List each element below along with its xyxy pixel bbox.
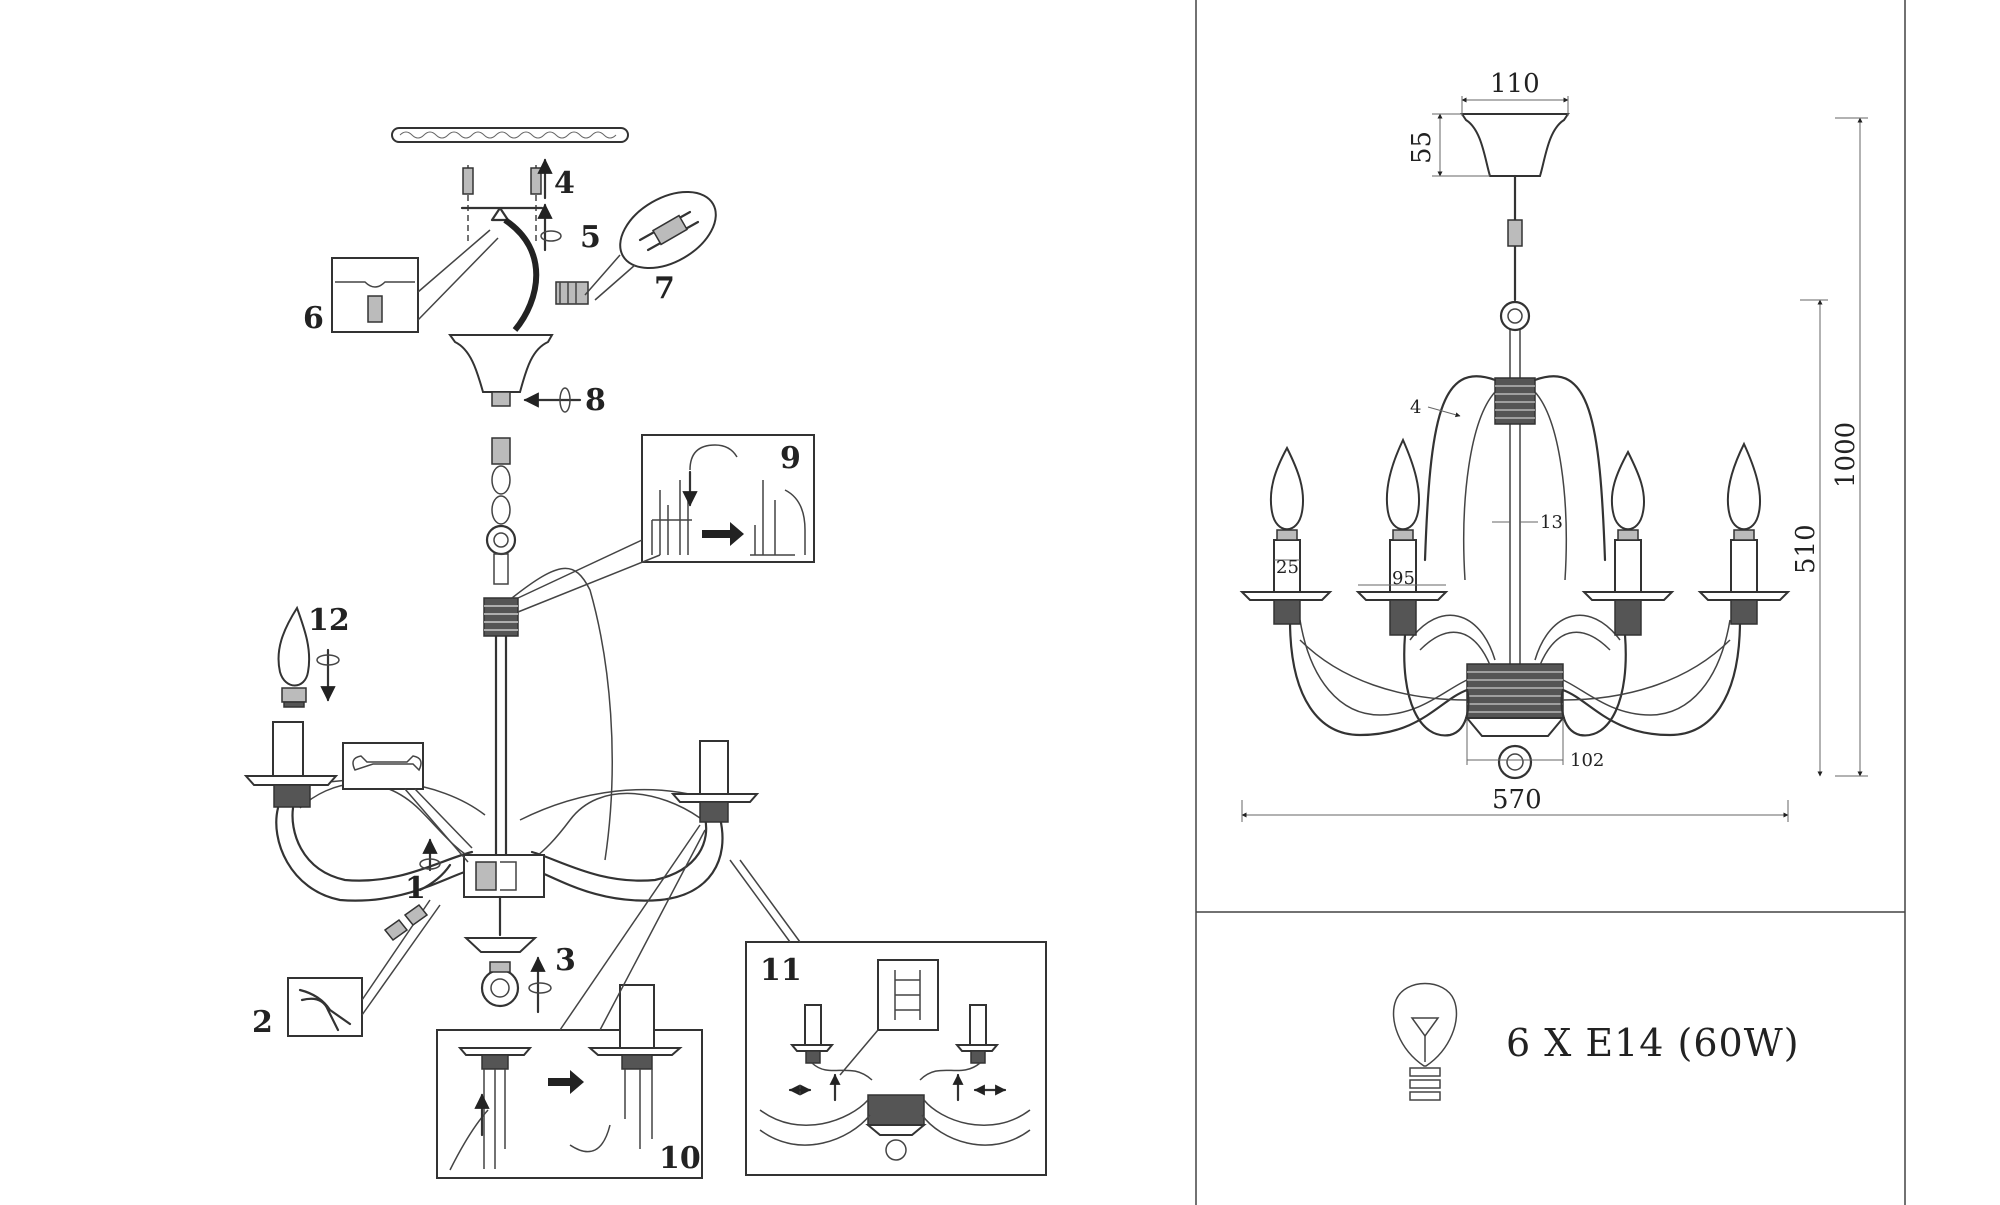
bulb-spec: 6 X E14 (60W) (1392, 982, 1800, 1101)
step-2: 2 (252, 1005, 273, 1040)
pliers-icon (298, 988, 352, 1032)
step-1: 1 (405, 871, 426, 906)
supply-wire (503, 217, 540, 332)
candle-1 (1239, 445, 1333, 625)
dim-body-height: 510 (1791, 524, 1821, 574)
dim-wire: 4 (1410, 397, 1421, 418)
canopy (448, 334, 554, 407)
wrench-box (342, 742, 473, 863)
chain-links (485, 437, 517, 585)
candle-left (243, 721, 339, 808)
panel-frame (1195, 0, 1906, 1205)
dimension-drawing: 110 55 4 13 25 95 102 570 1000 510 (1239, 69, 1868, 822)
wrench-icon (352, 755, 422, 772)
step-5: 5 (580, 220, 601, 255)
detail-box-wiring (517, 434, 815, 613)
candle-4 (1697, 441, 1791, 625)
step-11: 11 (760, 953, 802, 988)
dim-body: 102 (1570, 750, 1604, 771)
central-rod (483, 597, 519, 872)
mounting-bracket (460, 158, 562, 252)
step-3: 3 (555, 943, 576, 978)
terminal-block (555, 191, 717, 305)
detail-box-arms (729, 859, 1047, 1176)
step-labels: 1 2 3 4 5 6 7 8 9 10 11 12 (252, 166, 802, 1176)
step-12: 12 (308, 603, 350, 638)
assembly-diagram (243, 127, 1047, 1179)
step-7: 7 (654, 271, 675, 306)
step-10: 10 (659, 1141, 701, 1176)
dim-total-height: 1000 (1831, 422, 1861, 488)
step-6: 6 (303, 301, 324, 336)
dim-rod: 13 (1540, 512, 1563, 533)
step-8: 8 (585, 383, 606, 418)
candle-right (670, 740, 760, 823)
candle-2 (1355, 437, 1449, 636)
dim-width: 570 (1492, 785, 1542, 815)
step-4: 4 (554, 166, 575, 201)
dim-canopy-height: 55 (1407, 131, 1437, 164)
dim-pan: 95 (1392, 568, 1415, 589)
dim-canopy-width: 110 (1490, 69, 1540, 99)
candle-3 (1581, 449, 1675, 636)
step-9: 9 (780, 441, 801, 476)
dimension-lines (1241, 96, 1868, 822)
light-bulb-icon (1392, 982, 1458, 1101)
detail-box-cup (436, 824, 706, 1179)
central-body (463, 854, 545, 1008)
ceiling-surface (391, 127, 629, 143)
dim-cup: 25 (1276, 557, 1299, 578)
detail-box-hook (331, 229, 499, 333)
pliers-box (287, 863, 452, 1037)
bulb-candle (277, 605, 340, 708)
bulb-spec-text: 6 X E14 (60W) (1506, 1021, 1800, 1065)
